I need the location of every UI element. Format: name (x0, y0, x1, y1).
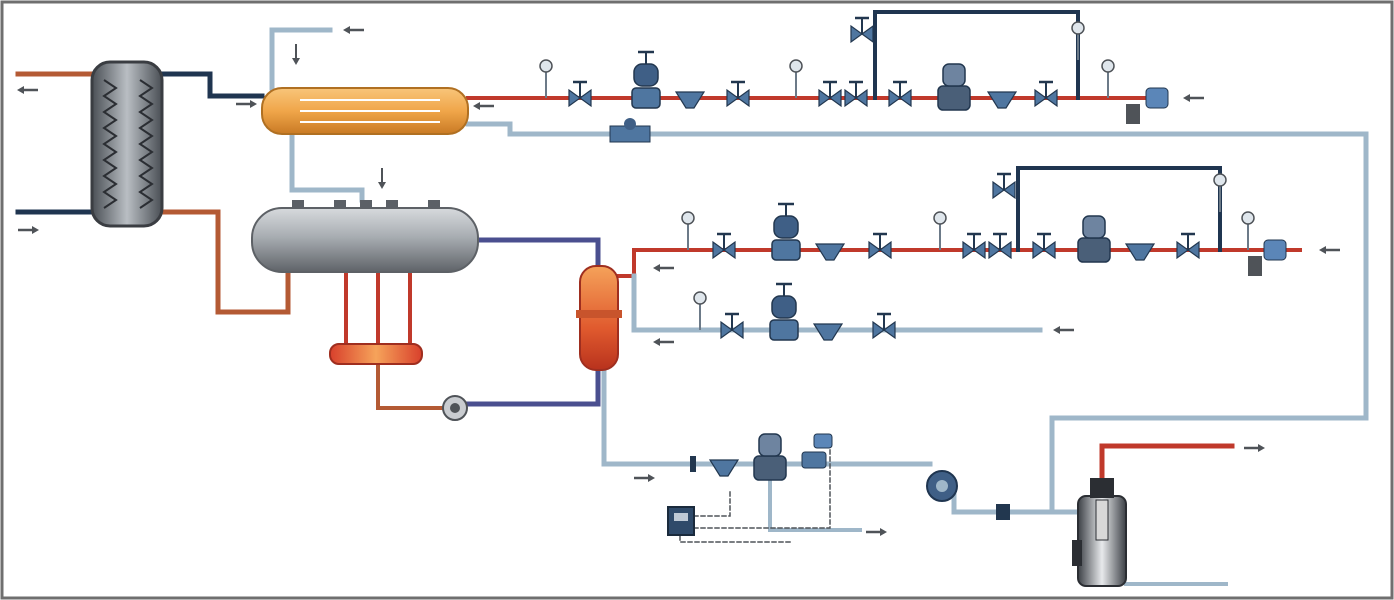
condensate-pump (442, 395, 958, 502)
flow-arrow-1 (17, 86, 38, 94)
upper-bypass-pipe (873, 10, 1080, 100)
pressure-gauge-2 (789, 59, 803, 98)
pump-suction-pipe (465, 367, 601, 407)
pressure-gauge-6 (933, 211, 947, 250)
steam-trap-1 (1126, 104, 1140, 124)
signal-line-3 (679, 535, 791, 543)
flow-arrow-3 (236, 100, 257, 108)
flow-arrow-2 (18, 226, 39, 234)
flange-1 (690, 456, 696, 472)
signal-line-1 (693, 489, 731, 517)
flow-arrow-11 (653, 338, 674, 346)
strainer-5 (812, 323, 844, 341)
bypass-valve-2 (992, 172, 1016, 200)
isolation-valve-5 (888, 80, 912, 108)
flow-arrow-5 (292, 44, 300, 65)
isolation-valve-10 (988, 232, 1012, 260)
steam-boiler (1072, 478, 1127, 587)
feed-strainer (708, 459, 740, 477)
condensate-return-pipe (465, 121, 1369, 513)
shell-condensate-pipe (289, 131, 365, 203)
pressure-gauge-8 (1213, 173, 1227, 212)
pressure-gauge-9 (693, 291, 707, 330)
isolation-valve-14 (872, 312, 896, 340)
steam-trap-2 (1248, 256, 1262, 276)
hot-water-return-pipe (159, 209, 291, 315)
safety-valve-2 (1263, 239, 1287, 261)
boiler-steam-outlet-pipe (1099, 443, 1235, 481)
isolation-valve-6 (1034, 80, 1058, 108)
pressure-gauge-5 (681, 211, 695, 250)
shell-and-tube-heat-exchanger (261, 87, 469, 135)
pressure-reducing-valve-2 (1077, 215, 1111, 263)
condensate-header (329, 343, 423, 365)
plate-heat-exchanger (90, 60, 164, 228)
vent-pipe (269, 27, 333, 91)
flow-arrow-8 (378, 168, 386, 189)
bypass-valve-1 (850, 16, 874, 44)
isolation-valve-9 (962, 232, 986, 260)
strainer-3 (814, 243, 846, 261)
isolation-valve-11 (1032, 232, 1056, 260)
feed-actuator (813, 433, 833, 449)
flow-arrow-14 (866, 528, 887, 536)
isolation-valve-3 (818, 80, 842, 108)
strainer-4 (1124, 243, 1156, 261)
pressure-gauge-3 (1101, 59, 1115, 98)
safety-valve-1 (1145, 87, 1169, 109)
flow-arrow-9 (653, 264, 674, 272)
condensate-check-valve (609, 125, 651, 143)
flow-arrow-13 (634, 474, 655, 482)
feed-check-valve (801, 451, 827, 469)
flow-arrow-7 (1183, 94, 1204, 102)
pressure-gauge-4 (1071, 21, 1085, 60)
flow-arrow-12 (1053, 326, 1074, 334)
control-valve-3 (769, 282, 799, 341)
isolation-valve-2 (726, 80, 750, 108)
pressure-gauge-7 (1241, 211, 1255, 250)
isolation-valve-4 (844, 80, 868, 108)
sight-glass-heater (576, 265, 622, 371)
flow-arrow-4 (343, 26, 364, 34)
low-pressure-condensate-pipe (631, 273, 1043, 333)
signal-line-2 (693, 449, 831, 529)
pressure-gauge-1 (539, 59, 553, 98)
flow-arrow-group (17, 26, 1340, 536)
condensate-valve-actuator (624, 118, 636, 130)
valve-and-fitting-group (539, 16, 1287, 520)
feed-control-valve (753, 433, 787, 481)
flash-steam-pipe (475, 237, 601, 269)
control-valve-1 (631, 50, 661, 109)
control-valve-2 (771, 202, 801, 261)
pressure-reducing-valve-1 (937, 63, 971, 111)
flow-arrow-15 (1244, 444, 1265, 452)
flow-arrow-6 (473, 102, 494, 110)
feed-check-valve-2 (996, 504, 1010, 520)
isolation-valve-7 (712, 232, 736, 260)
header-drain-pipe (376, 362, 444, 410)
flow-arrow-10 (1319, 246, 1340, 254)
isolation-valve-8 (868, 232, 892, 260)
isolation-valve-13 (720, 312, 744, 340)
isolation-valve-12 (1176, 232, 1200, 260)
heated-water-pipe (159, 71, 265, 99)
bypass-drain-pipe (768, 478, 862, 532)
flash-vessel (251, 200, 479, 273)
isolation-valve-1 (568, 80, 592, 108)
control-panel (667, 506, 695, 536)
strainer-2 (986, 91, 1018, 109)
strainer-1 (674, 91, 706, 109)
feed-pump-discharge-pipe (951, 483, 1081, 515)
lower-bypass-pipe (1016, 166, 1222, 252)
